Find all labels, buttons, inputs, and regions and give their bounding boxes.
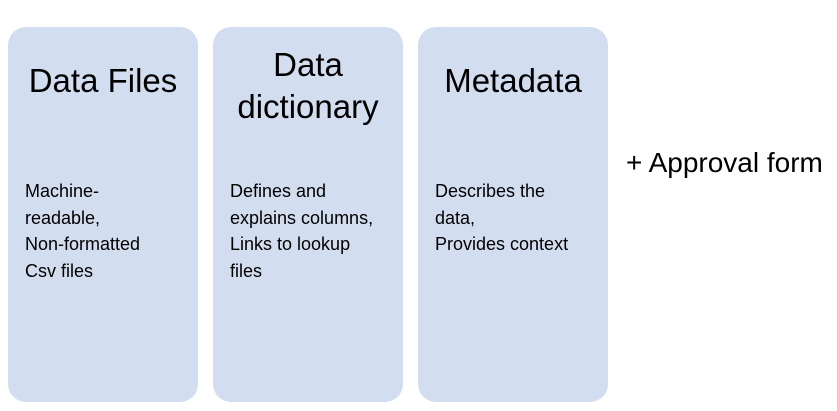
card-title: Data dictionary [237,46,379,125]
approval-form-note: + Approval form [626,147,823,178]
card-data-dictionary: Data dictionary Defines and explains col… [213,27,403,402]
card-metadata: Metadata Describes the data, Provides co… [418,27,608,402]
card-description: Machine- readable, Non-formatted Csv fil… [25,181,141,281]
card-data-files: Data Files Machine- readable, Non-format… [8,27,198,402]
card-description: Describes the data, Provides context [435,181,569,254]
card-title: Data Files [28,62,178,99]
card-title: Metadata [444,62,582,99]
card-description: Defines and explains columns, Links to l… [230,181,374,281]
